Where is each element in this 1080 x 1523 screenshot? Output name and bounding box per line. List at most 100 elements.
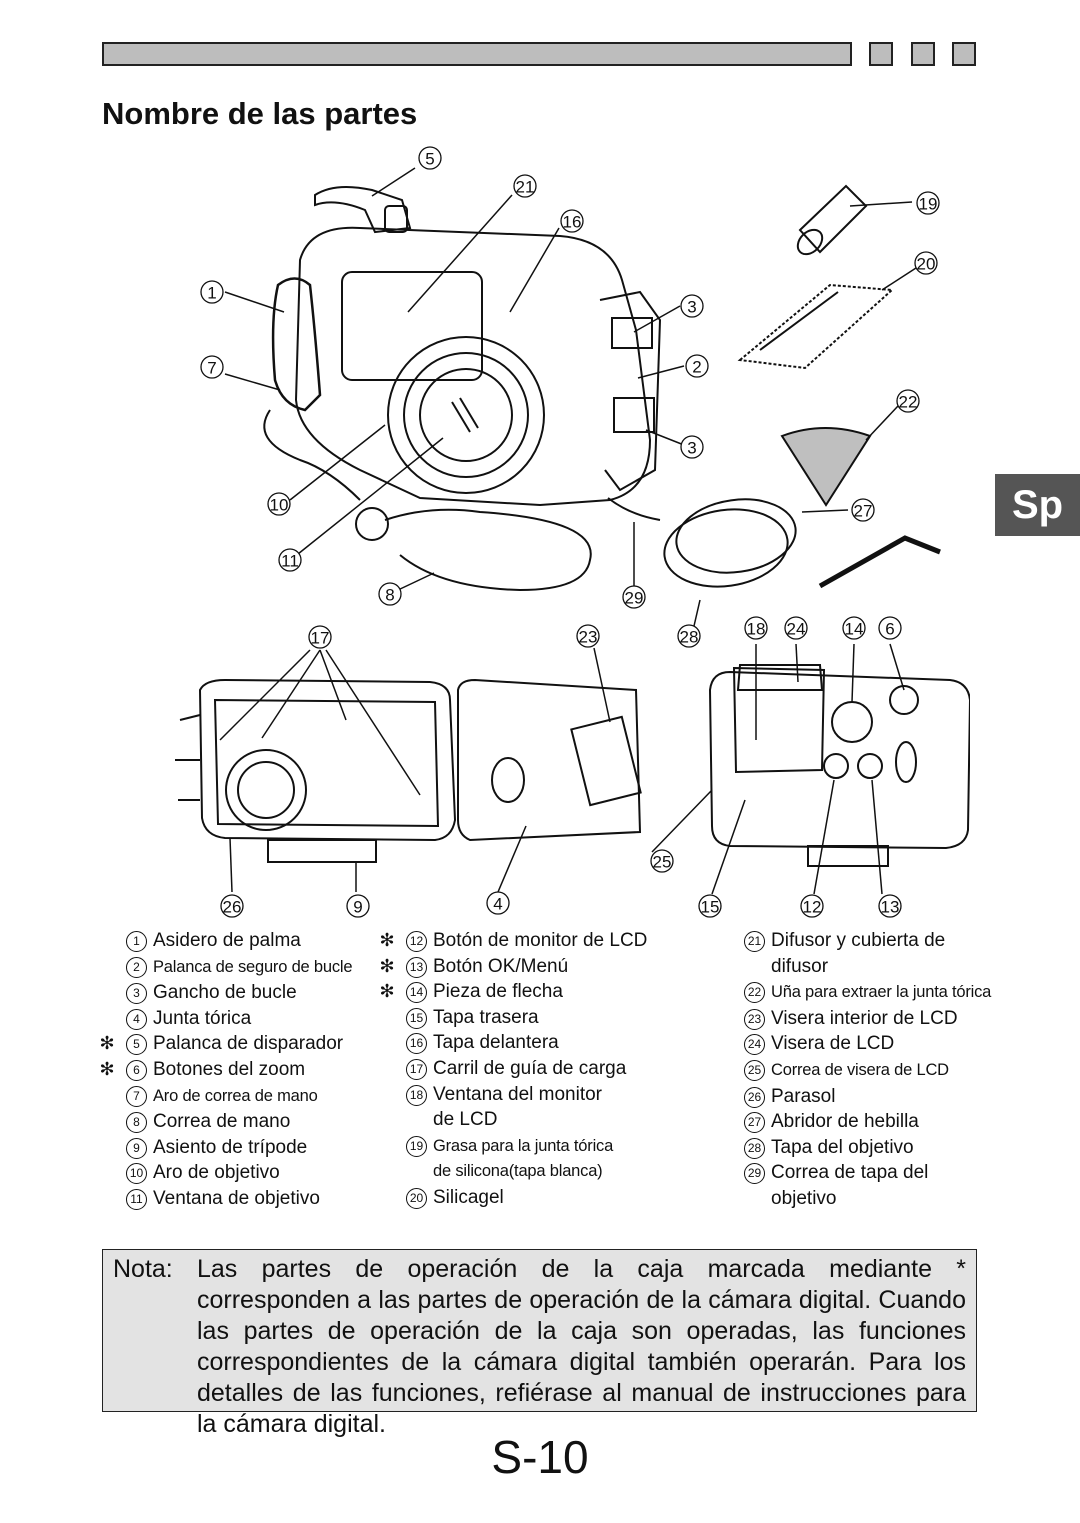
- star-marker: ✻: [99, 1033, 115, 1054]
- legend-label: Tapa delantera: [433, 1032, 559, 1054]
- callout-3: 3: [680, 294, 704, 318]
- legend-label: Aro de correa de mano: [153, 1086, 318, 1105]
- lens-cap-illustration: [663, 498, 797, 588]
- legend-number: 16: [406, 1033, 427, 1055]
- legend-number: 3: [126, 983, 147, 1005]
- svg-text:13: 13: [881, 898, 900, 917]
- callout-22: 22: [896, 389, 920, 413]
- legend-number: 17: [406, 1058, 427, 1080]
- legend-label: Ventana de objetivo: [153, 1187, 320, 1209]
- callout-23: 23: [576, 624, 600, 648]
- svg-text:8: 8: [385, 586, 394, 605]
- legend-number: 2: [126, 956, 147, 978]
- rear-cover-inside-illustration: [457, 678, 642, 842]
- header-square: [911, 42, 935, 66]
- legend-label: Botón de monitor de LCD: [433, 930, 648, 951]
- legend-label: Palanca de seguro de bucle: [153, 957, 353, 976]
- legend-number: 22: [744, 982, 765, 1004]
- page-number: S-10: [491, 1431, 589, 1483]
- legend-number: 8: [126, 1112, 147, 1134]
- svg-text:26: 26: [223, 898, 242, 917]
- rear-cover-outside-illustration: [708, 664, 970, 867]
- legend-number: 7: [126, 1085, 147, 1107]
- callout-17: 17: [308, 625, 332, 649]
- legend-item: 7 Aro de correa de mano: [126, 1083, 352, 1110]
- legend-number: 6: [126, 1059, 147, 1081]
- legend-label-continued: objetivo: [771, 1187, 837, 1209]
- callout-21: 21: [513, 174, 537, 198]
- svg-text:25: 25: [653, 853, 672, 872]
- star-marker: ✻: [379, 981, 395, 1002]
- legend-label: Asidero de palma: [153, 930, 301, 951]
- legend-label: Correa de mano: [153, 1111, 291, 1133]
- oring-tool-illustration: [780, 427, 872, 507]
- silicagel-illustration: [737, 283, 895, 370]
- star-marker: ✻: [379, 955, 395, 976]
- grease-tube-illustration: [796, 184, 868, 256]
- header-square: [869, 42, 893, 66]
- legend-number: 20: [406, 1187, 427, 1209]
- callout-26: 26: [220, 894, 244, 918]
- svg-text:19: 19: [919, 195, 938, 214]
- svg-text:12: 12: [803, 898, 822, 917]
- svg-text:24: 24: [787, 620, 806, 639]
- legend-label: Abridor de hebilla: [771, 1111, 919, 1133]
- callout-18: 18: [744, 616, 768, 640]
- callout-8: 8: [378, 582, 402, 606]
- callout-25: 25: [650, 849, 674, 873]
- legend-number: 25: [744, 1059, 765, 1081]
- legend-item: 22 Uña para extraer la junta tórica: [744, 979, 991, 1006]
- legend-number: 10: [126, 1163, 147, 1185]
- svg-text:1: 1: [207, 284, 216, 303]
- legend-label: Correa de tapa del: [771, 1162, 929, 1184]
- legend-label: Silicagel: [433, 1186, 504, 1208]
- note-label: Nota:: [113, 1255, 173, 1283]
- svg-text:29: 29: [625, 589, 644, 608]
- svg-text:15: 15: [701, 898, 720, 917]
- callout-10: 10: [267, 492, 291, 516]
- legend-item: 16 Tapa delantera: [406, 1030, 647, 1056]
- legend-label: Difusor y cubierta de: [771, 930, 946, 951]
- star-marker: ✻: [379, 930, 395, 950]
- language-tab: Sp: [995, 474, 1080, 536]
- legend-number: 18: [406, 1084, 427, 1106]
- svg-text:7: 7: [207, 359, 216, 378]
- callout-3: 3: [680, 435, 704, 459]
- svg-text:27: 27: [854, 502, 873, 521]
- svg-text:2: 2: [692, 358, 701, 377]
- hex-key-illustration: [818, 535, 941, 589]
- svg-text:16: 16: [563, 213, 582, 232]
- star-marker: ✻: [99, 1058, 115, 1079]
- callout-14: 14: [842, 616, 866, 640]
- legend-label: Uña para extraer la junta tórica: [771, 983, 992, 1002]
- svg-text:6: 6: [885, 620, 894, 639]
- legend-label-continued: difusor: [771, 955, 829, 977]
- callout-7: 7: [200, 355, 224, 379]
- legend-label: Tapa trasera: [433, 1006, 539, 1028]
- callout-19: 19: [916, 191, 940, 215]
- callout-16: 16: [560, 209, 584, 233]
- svg-text:28: 28: [680, 628, 699, 647]
- callout-6: 6: [878, 616, 902, 640]
- legend-label: Carril de guía de carga: [433, 1057, 627, 1079]
- svg-text:3: 3: [687, 298, 696, 317]
- legend-label: Visera interior de LCD: [771, 1007, 958, 1029]
- callout-27: 27: [851, 498, 875, 522]
- legend-label: Grasa para la junta tórica: [433, 1136, 614, 1155]
- leader-lines: [219, 167, 917, 895]
